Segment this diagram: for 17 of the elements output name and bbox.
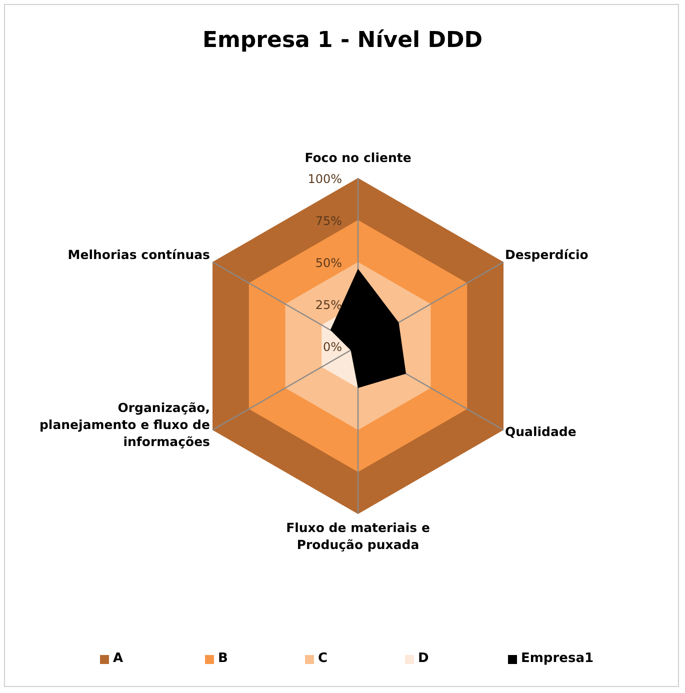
axis-category-label: Desperdício bbox=[505, 247, 590, 264]
axis-category-label: Melhorias contínuas bbox=[66, 247, 210, 264]
axis-tick-label: 0% bbox=[322, 340, 342, 354]
axis-category-label: Qualidade bbox=[505, 424, 578, 441]
axis-tick-label: 25% bbox=[314, 298, 342, 312]
axis-tick-label: 75% bbox=[314, 214, 342, 228]
legend-label: C bbox=[318, 651, 328, 666]
axis-category-label: Organização, planejamento e fluxo de informações bbox=[38, 400, 210, 451]
legend-label: Empresa1 bbox=[521, 651, 594, 666]
axis-tick-label: 50% bbox=[314, 256, 342, 270]
axis-category-label: Fluxo de materiais e Produção puxada bbox=[285, 520, 431, 554]
legend-label: D bbox=[418, 651, 429, 666]
chart-title: Empresa 1 - Nível DDD bbox=[201, 28, 484, 53]
axis-category-label: Foco no cliente bbox=[304, 150, 412, 167]
legend-label: A bbox=[113, 651, 124, 666]
legend-label: B bbox=[218, 651, 228, 666]
axis-tick-label: 100% bbox=[306, 172, 342, 186]
